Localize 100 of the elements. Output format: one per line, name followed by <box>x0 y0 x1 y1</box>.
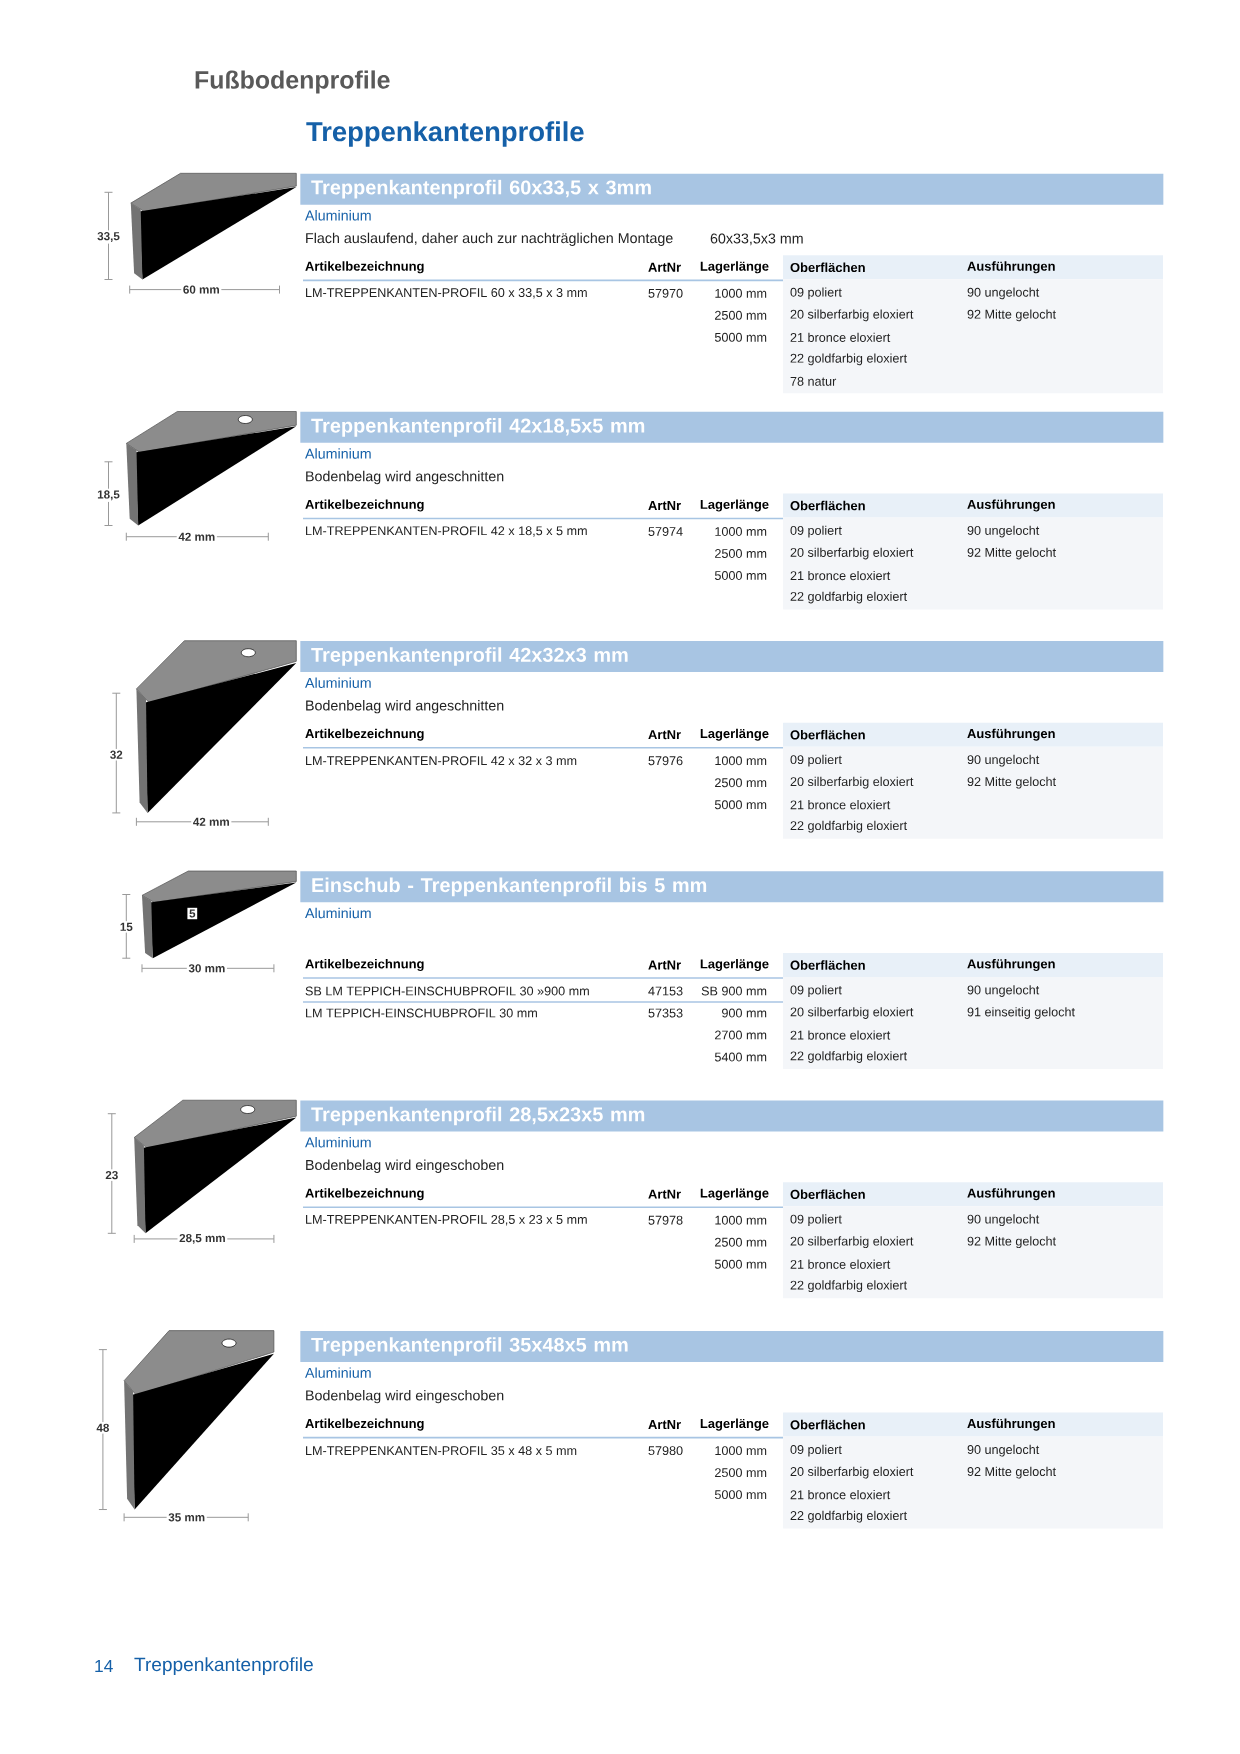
dimension-label: 35 mm <box>166 1511 207 1524</box>
column-header: Lagerlänge <box>700 958 769 972</box>
table-cell: 90 ungelocht <box>967 525 1040 538</box>
table-cell: 09 poliert <box>790 1444 842 1457</box>
table-cell: 92 Mitte gelocht <box>967 1236 1056 1249</box>
section-header-bar: Treppenkantenprofil 42x32x3 mm <box>300 641 1164 673</box>
dimension-label: 48 <box>94 1422 112 1434</box>
column-header: Lagerlänge <box>700 499 769 512</box>
column-header: Oberflächen <box>790 729 865 740</box>
table-cell: 22 goldfarbig eloxiert <box>790 1280 907 1293</box>
column-header: Ausführungen <box>967 499 1055 512</box>
table-cell: 09 poliert <box>790 754 842 767</box>
table-cell: 2500 mm <box>715 310 767 320</box>
column-header: Ausführungen <box>967 1188 1055 1201</box>
table-cell: SB 900 mm <box>701 986 767 996</box>
table-cell: 90 ungelocht <box>967 1444 1040 1457</box>
table-cell: 21 bronce eloxiert <box>790 1259 891 1269</box>
table-cell: 5000 mm <box>714 571 767 580</box>
column-header: Lagerlänge <box>700 1188 769 1201</box>
table-cell: 92 Mitte gelocht <box>967 776 1056 789</box>
table-cell: 2500 mm <box>715 1237 767 1247</box>
table-cell: LM-TREPPENKANTEN-PROFIL 60 x 33,5 x 3 mm <box>306 288 587 299</box>
page-number: 14 <box>95 1660 113 1672</box>
table-cell: 5000 mm <box>714 1490 767 1500</box>
description-text: Flach auslaufend, daher auch zur nachträglichen Montage <box>306 232 673 246</box>
table-cell: 78 natur <box>790 376 837 386</box>
table-cell: 90 ungelocht <box>967 1214 1040 1227</box>
column-header: Oberflächen <box>790 262 865 273</box>
column-header: Lagerlänge <box>700 261 769 274</box>
column-header: ArtNr <box>648 730 681 740</box>
dimension-label: 28,5 mm <box>177 1232 228 1246</box>
dimension-label: 15 <box>118 921 135 933</box>
table-cell: 5000 mm <box>714 800 767 810</box>
column-header: Ausführungen <box>967 958 1055 972</box>
dimension-label: 32 <box>108 748 125 761</box>
table-cell: 21 bronce eloxiert <box>790 1030 891 1040</box>
table-cell: 2500 mm <box>715 778 767 788</box>
column-header: Oberflächen <box>790 1189 865 1199</box>
section-header-bar: Treppenkantenprofil 60x33,5 x 3mm <box>300 173 1164 205</box>
table-cell: 1000 mm <box>715 1215 767 1225</box>
table-cell: 21 bronce eloxiert <box>790 1490 891 1500</box>
table-cell: 22 goldfarbig eloxiert <box>790 1051 907 1063</box>
table-cell: 20 silberfarbig eloxiert <box>790 547 914 560</box>
table-cell: 20 silberfarbig eloxiert <box>790 1007 914 1019</box>
column-header: Artikelbezeichnung <box>305 499 424 512</box>
table-cell: LM-TREPPENKANTEN-PROFIL 42 x 32 x 3 mm <box>306 756 577 766</box>
table-cell: LM-TREPPENKANTEN-PROFIL 35 x 48 x 5 mm <box>306 1446 577 1456</box>
table-cell: 09 poliert <box>790 525 842 538</box>
table-cell: 2700 mm <box>715 1030 767 1040</box>
dimension-label: 5 <box>187 907 198 920</box>
description-text: Bodenbelag wird eingeschoben <box>306 1389 504 1404</box>
column-header: Lagerlänge <box>700 728 769 741</box>
page-title: Treppenkantenprofile <box>306 121 584 147</box>
table-cell: 22 goldfarbig eloxiert <box>790 591 907 604</box>
table-cell: 22 goldfarbig eloxiert <box>790 820 907 833</box>
footer-text: Treppenkantenprofile <box>134 1657 313 1675</box>
table-cell: 5400 mm <box>714 1052 767 1062</box>
table-cell: 20 silberfarbig eloxiert <box>790 1236 914 1249</box>
table-cell: 92 Mitte gelocht <box>967 1466 1056 1479</box>
table-cell: 57978 <box>648 1215 683 1225</box>
table-cell: 20 silberfarbig eloxiert <box>790 776 914 789</box>
column-header: ArtNr <box>648 501 681 510</box>
table-cell: 900 mm <box>722 1008 767 1018</box>
column-header: Ausführungen <box>967 1418 1055 1431</box>
column-header: ArtNr <box>648 262 681 272</box>
table-cell: 20 silberfarbig eloxiert <box>790 1466 914 1479</box>
table-cell: 1000 mm <box>715 527 767 536</box>
table-cell: 2500 mm <box>715 549 767 558</box>
table-cell: 57980 <box>648 1446 683 1456</box>
table-cell: 1000 mm <box>715 288 767 298</box>
column-header: Artikelbezeichnung <box>305 728 424 741</box>
table-cell: 21 bronce eloxiert <box>790 570 891 581</box>
table-cell: 57353 <box>648 1008 683 1018</box>
table-cell: 22 goldfarbig eloxiert <box>790 1510 907 1523</box>
dimension-label: 33,5 <box>95 230 122 244</box>
column-header: Artikelbezeichnung <box>305 1418 424 1431</box>
column-header: Lagerlänge <box>700 1418 769 1431</box>
table-cell: 57976 <box>648 756 683 766</box>
table-cell: 22 goldfarbig eloxiert <box>790 353 907 366</box>
table-cell: 47153 <box>648 986 683 996</box>
description-text: Bodenbelag wird angeschnitten <box>306 470 504 485</box>
table-cell: 90 ungelocht <box>967 287 1040 300</box>
column-header: Ausführungen <box>967 261 1055 274</box>
table-cell: 91 einseitig gelocht <box>967 1007 1075 1019</box>
column-header: Ausführungen <box>967 728 1055 741</box>
table-cell: 5000 mm <box>714 332 767 342</box>
column-header: Oberflächen <box>790 500 865 511</box>
table-cell: SB LM TEPPICH-EINSCHUBPROFIL 30 »900 mm <box>305 986 589 996</box>
table-cell: LM TEPPICH-EINSCHUBPROFIL 30 mm <box>306 1008 537 1018</box>
column-header: ArtNr <box>648 1189 681 1199</box>
table-cell: 1000 mm <box>715 1446 767 1456</box>
dimension-label: 42 mm <box>176 531 217 543</box>
section-header-bar: Treppenkantenprofil 28,5x23x5 mm <box>300 1100 1164 1132</box>
section-header-bar: Einschub - Treppenkantenprofil bis 5 mm <box>300 871 1164 903</box>
page-heading: Fußbodenprofile <box>195 70 390 94</box>
table-cell: LM-TREPPENKANTEN-PROFIL 28,5 x 23 x 5 mm <box>306 1215 587 1226</box>
table-cell: 90 ungelocht <box>967 754 1040 767</box>
table-cell: LM-TREPPENKANTEN-PROFIL 42 x 18,5 x 5 mm <box>306 526 587 537</box>
table-cell: 09 poliert <box>790 1214 842 1227</box>
column-header: ArtNr <box>648 1420 681 1430</box>
